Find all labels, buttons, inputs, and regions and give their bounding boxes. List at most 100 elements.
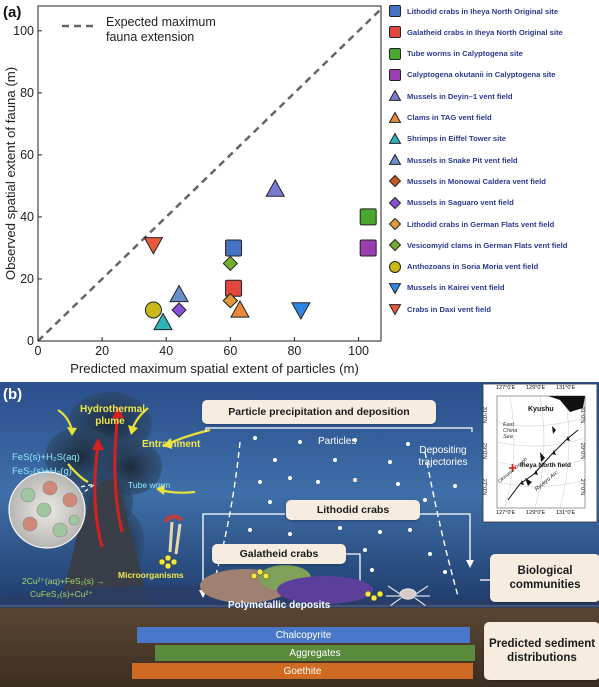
legend-marker — [388, 239, 402, 252]
x-tick-label: 20 — [95, 344, 109, 358]
legend-entry: Crabs in Daxi vent field — [388, 302, 491, 316]
legend-marker-shape — [388, 175, 402, 188]
legend-label: Calyptogena okutanii in Calyptogena site — [407, 70, 556, 80]
map-bottom-tick-0: 127°0'E — [496, 510, 516, 516]
map-left-tick-1: 29°0'N — [481, 442, 488, 460]
map-right-tick-1: 29°0'N — [579, 442, 586, 460]
legend-marker-shape — [389, 5, 401, 17]
legend-label: Clams in TAG vent field — [407, 113, 492, 122]
legend-marker — [388, 196, 402, 209]
legend-marker — [389, 5, 401, 17]
sediment-distributions-box: Predicted sediment distributions — [484, 622, 599, 680]
legend-marker — [388, 175, 402, 188]
legend-entry: Galatheid crabs in Iheya North Original … — [388, 25, 563, 39]
crab-illustration — [386, 585, 430, 607]
depositing-trajectories-label: Depositing trajectories — [418, 445, 468, 468]
legend-marker — [388, 153, 402, 165]
legend-marker — [389, 47, 401, 60]
reaction-eq1: FeS(s)+H₂S(aq) — [12, 452, 80, 463]
legend-label: Lithodid crabs in Iheya North Original s… — [407, 6, 559, 16]
data-point — [143, 237, 164, 255]
map-top-tick-2: 131°0'E — [556, 385, 576, 391]
legend-marker-shape — [388, 304, 402, 316]
polymetallic-deposits-label: Polymetallic deposits — [228, 600, 331, 611]
legend-marker — [388, 282, 402, 295]
x-axis-label: Predicted maximum spatial extent of part… — [70, 361, 359, 376]
legend-label: Tube worms in Calyptogena site — [407, 49, 523, 59]
legend-marker-shape — [388, 132, 402, 144]
legend-marker — [388, 132, 402, 144]
legend-entry: Vesicomyid clams in German Flats vent fi… — [388, 238, 567, 252]
aggregates-bar: Aggregates — [155, 645, 475, 661]
lithodid-crabs-box: Lithodid crabs — [286, 500, 420, 520]
legend-marker-shape — [389, 260, 401, 273]
legend-entry: Clams in TAG vent field — [388, 110, 492, 125]
legend-label: Mussels in Deyin–1 vent field — [407, 91, 513, 101]
legend-entry: Mussels in Monowai Caldera vent field — [388, 174, 546, 188]
microorganisms-label: Microorganisms — [118, 570, 184, 580]
legend-label: Shrimps in Eiffel Tower site — [407, 134, 507, 144]
map-bottom-tick-1: 129°0'E — [526, 510, 546, 516]
map-right-tick-2: 27°0'N — [579, 478, 586, 496]
reference-dashed-line — [37, 8, 382, 342]
legend-marker — [388, 89, 402, 102]
panel-a-label: (a) — [3, 4, 21, 21]
legend-entry: Anthozoans in Soria Moria vent field — [388, 260, 538, 274]
legend-label: Anthozoans in Soria Moria vent field — [407, 262, 539, 272]
panel-b: (b) Hydrothermal plume FeS(s)+H₂S(aq) Fe… — [0, 382, 599, 687]
legend-label: Mussels in Monowai Caldera vent field — [407, 176, 546, 186]
tube-worm-illustration — [163, 514, 184, 555]
data-point — [225, 279, 243, 297]
goethite-bar: Goethite — [132, 663, 473, 679]
y-tick-label: 100 — [13, 24, 34, 38]
biological-communities-box: Biological communities — [490, 554, 599, 602]
legend-marker-shape — [389, 68, 401, 81]
data-point — [291, 302, 311, 321]
legend-entry: Lithodid crabs in Iheya North Original s… — [388, 4, 558, 18]
reference-legend-label: Expected maximum — [106, 15, 216, 29]
x-tick-label: 100 — [348, 344, 369, 358]
legend-entry: Lithodid crabs in German Flats vent fiel… — [388, 217, 554, 231]
galatheid-crabs-box: Galatheid crabs — [212, 544, 346, 564]
map-top-tick-1: 129°0'E — [526, 385, 546, 391]
legend-marker — [388, 110, 402, 123]
legend-entry: Mussels in Kairei vent field — [388, 281, 504, 295]
legend-label: Vesicomyid clams in German Flats vent fi… — [407, 240, 568, 250]
legend-entry: Mussels in Saguaro vent field — [388, 196, 514, 210]
legend-entry: Mussels in Snake Pit vent field — [388, 153, 518, 167]
map-kyushu-label: Kyushu — [528, 406, 554, 413]
data-point — [171, 302, 187, 318]
legend-entry: Mussels in Deyin–1 vent field — [388, 89, 513, 103]
legend-marker — [389, 260, 401, 273]
data-point — [359, 208, 377, 226]
chalcopyrite-label: Chalcopyrite — [275, 629, 332, 641]
particle-precipitation-box: Particle precipitation and deposition — [202, 400, 436, 424]
legend-entry: Shrimps in Eiffel Tower site — [388, 132, 506, 146]
legend-label: Mussels in Saguaro vent field — [407, 198, 514, 208]
map-top-tick-0: 127°0'E — [496, 385, 516, 391]
data-point — [222, 292, 239, 309]
legend-marker-shape — [388, 239, 402, 252]
legend-marker-shape — [388, 196, 402, 209]
goethite-label: Goethite — [283, 665, 322, 677]
hydrothermal-plume-label: Hydrothermal plume — [80, 404, 146, 427]
map-iheya-label: Iheya North field — [520, 462, 571, 469]
entrainment-label: Entrainment — [142, 439, 201, 450]
legend-marker-shape — [388, 282, 402, 295]
legend-label: Mussels in Kairei vent field — [407, 283, 505, 293]
legend-entry: Calyptogena okutanii in Calyptogena site — [388, 68, 556, 82]
legend-label: Galatheid crabs in Iheya North Original … — [407, 27, 563, 37]
vent-chimney — [60, 477, 150, 606]
x-tick-label: 40 — [159, 344, 173, 358]
data-point — [222, 255, 239, 272]
map-right-tick-0: 31°0'N — [579, 406, 586, 424]
aggregates-label: Aggregates — [289, 647, 341, 659]
particles-label: Particles — [318, 436, 357, 447]
map-sea-label: East China Sea — [503, 422, 518, 440]
data-point — [153, 312, 173, 331]
data-point — [265, 178, 286, 197]
tube-worm-label: Tube worm — [128, 480, 171, 490]
legend-marker-shape — [388, 153, 402, 165]
legend-label: Crabs in Daxi vent field — [407, 304, 491, 314]
